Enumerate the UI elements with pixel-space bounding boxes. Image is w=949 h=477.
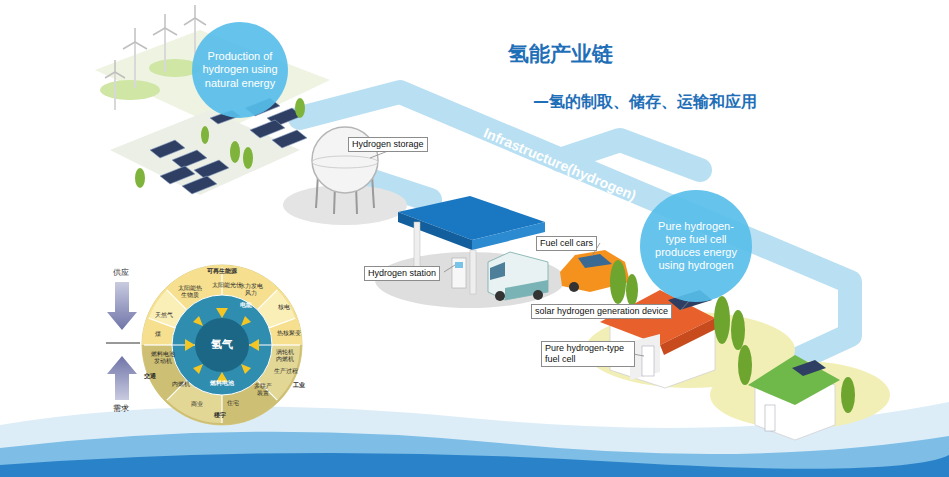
node-text: Fuel cell cars <box>540 238 593 249</box>
energy-circle: Pure hydrogen-type fuel cell produces en… <box>640 190 752 302</box>
subtitle: —氢的制取、储存、运输和应用 <box>533 93 757 111</box>
wheel-label: 内燃机 <box>170 381 192 388</box>
wheel-label: 天然气 <box>154 312 174 319</box>
part-label: solar hydrogen generation device <box>531 304 672 319</box>
wheel-label: 涡轮机 内燃机 <box>274 349 296 363</box>
ring-label: 燃料电池 <box>208 380 236 387</box>
wheel-label: 交通 <box>143 373 157 380</box>
node-text: Production of hydrogen using natural ene… <box>201 50 279 90</box>
energy-circle: Production of hydrogen using natural ene… <box>192 22 288 118</box>
axis-label: 供应 <box>113 268 129 277</box>
wheel-label: 煤 <box>153 331 163 338</box>
wheel-label: 可再生能源 <box>205 268 239 275</box>
wheel-label: 商业 <box>190 401 204 408</box>
wheel-label: 太阳能光伏 <box>212 282 232 289</box>
node-text: Hydrogen station <box>368 268 436 279</box>
part-label: Fuel cell cars <box>536 236 597 251</box>
node-text: Pure hydrogen-type fuel cell produces en… <box>650 220 742 273</box>
pipe-band: Infrastructure(hydrogen) <box>454 111 665 217</box>
wheel-label: 太阳能热 生物质 <box>177 285 203 299</box>
part-label: Hydrogen storage <box>348 137 428 152</box>
wheel-label: 核电 <box>276 304 292 311</box>
wheel-label: 工业 <box>292 382 306 389</box>
node-text: solar hydrogen generation device <box>535 306 668 317</box>
part-label: Hydrogen station <box>364 266 440 281</box>
hydrogen-core: 氢气 <box>195 318 249 372</box>
wheel-label: 住宅 <box>226 400 240 407</box>
ring-label: 电能 <box>238 302 254 309</box>
node-text: Hydrogen storage <box>352 139 424 150</box>
node-text: 氢气 <box>202 338 242 351</box>
wheel-label: 热核聚变 <box>276 330 302 337</box>
axis-label: 需求 <box>113 404 129 413</box>
wheel-label: 生产过程 <box>273 368 299 375</box>
wheel-label: 燃料电池 发动机 <box>150 351 176 365</box>
part-label: Pure hydrogen-type fuel cell <box>541 341 635 367</box>
wheel-label: 多联产 装置 <box>252 383 274 397</box>
title: 氢能产业链 <box>508 40 613 68</box>
wheel-label: 水力发电 风力 <box>237 283 265 297</box>
wheel-label: 楼宇 <box>213 412 227 419</box>
node-text: Pure hydrogen-type fuel cell <box>545 343 631 365</box>
